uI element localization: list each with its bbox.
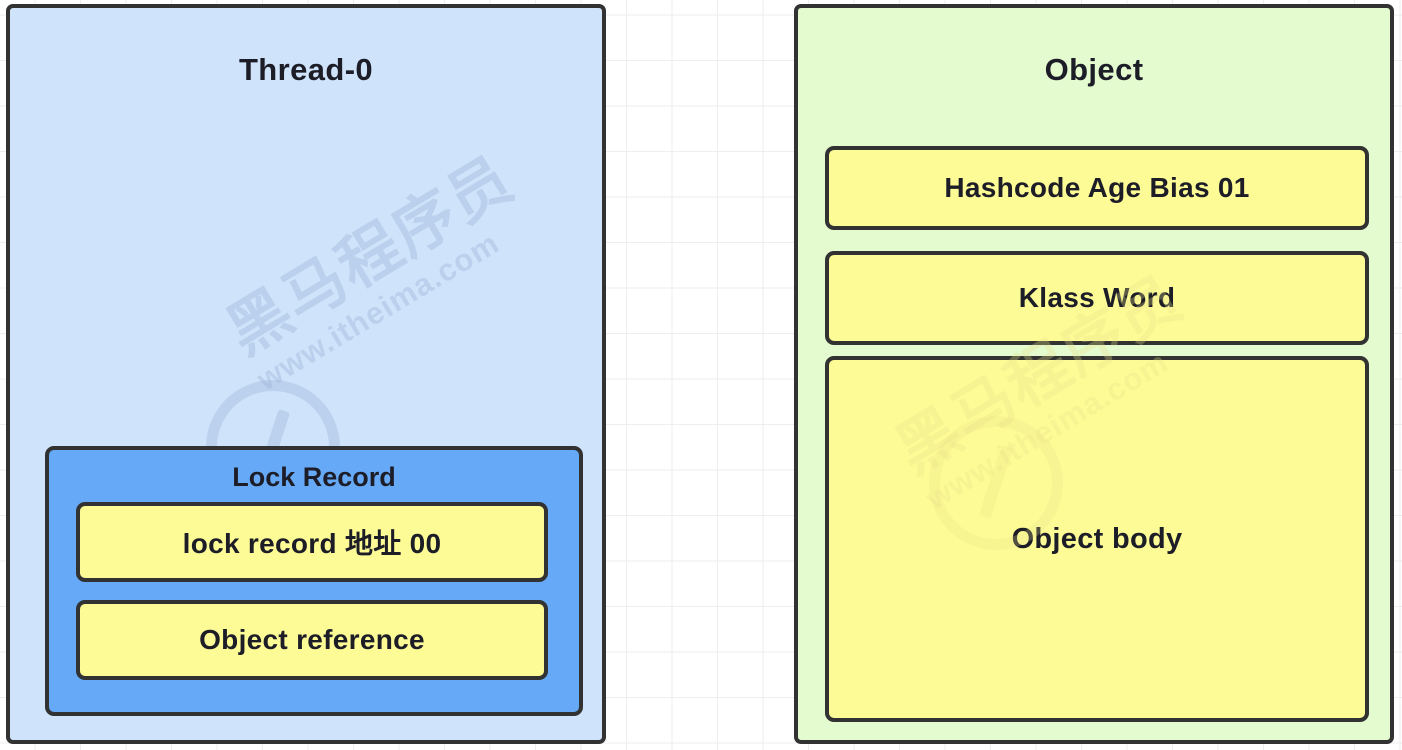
lock-record-title: Lock Record: [232, 462, 396, 492]
thread-panel-title: Thread-0: [238, 52, 374, 87]
watermark-url-text: www.itheima.com: [250, 225, 506, 398]
slot-object-body-label: Object body: [1011, 522, 1183, 555]
watermark-brand-text: 黑马程序员: [215, 144, 526, 369]
watermark: 黑马程序员 www.itheima.com: [215, 144, 542, 398]
slot-lock-record-address[interactable]: lock record 地址 00: [76, 502, 548, 582]
thread-panel[interactable]: 黑马程序员 www.itheima.com Thread-0 Lock Reco…: [6, 4, 606, 744]
slot-klass-word[interactable]: Klass Word: [825, 251, 1369, 345]
slot-object-reference[interactable]: Object reference: [76, 600, 548, 680]
watermark-url-text: www.itheima.com: [919, 344, 1175, 517]
slot-object-reference-label: Object reference: [199, 624, 425, 655]
watermark-ring-stroke: [978, 444, 1014, 520]
lock-record-box[interactable]: Lock Record lock record 地址 00 Object ref…: [45, 446, 583, 716]
slot-mark-word-label: Hashcode Age Bias 01: [944, 172, 1250, 203]
slot-lock-record-address-label: lock record 地址 00: [182, 528, 442, 559]
object-panel-title: Object: [1044, 52, 1144, 87]
slot-object-body[interactable]: 黑马程序员 www.itheima.com Object body: [825, 263, 1369, 722]
slot-klass-word-label: Klass Word: [1018, 282, 1176, 313]
slot-mark-word[interactable]: Hashcode Age Bias 01: [825, 146, 1369, 230]
object-panel[interactable]: 黑马程序员 www.itheima.com Object Hashcode Ag…: [794, 4, 1394, 744]
